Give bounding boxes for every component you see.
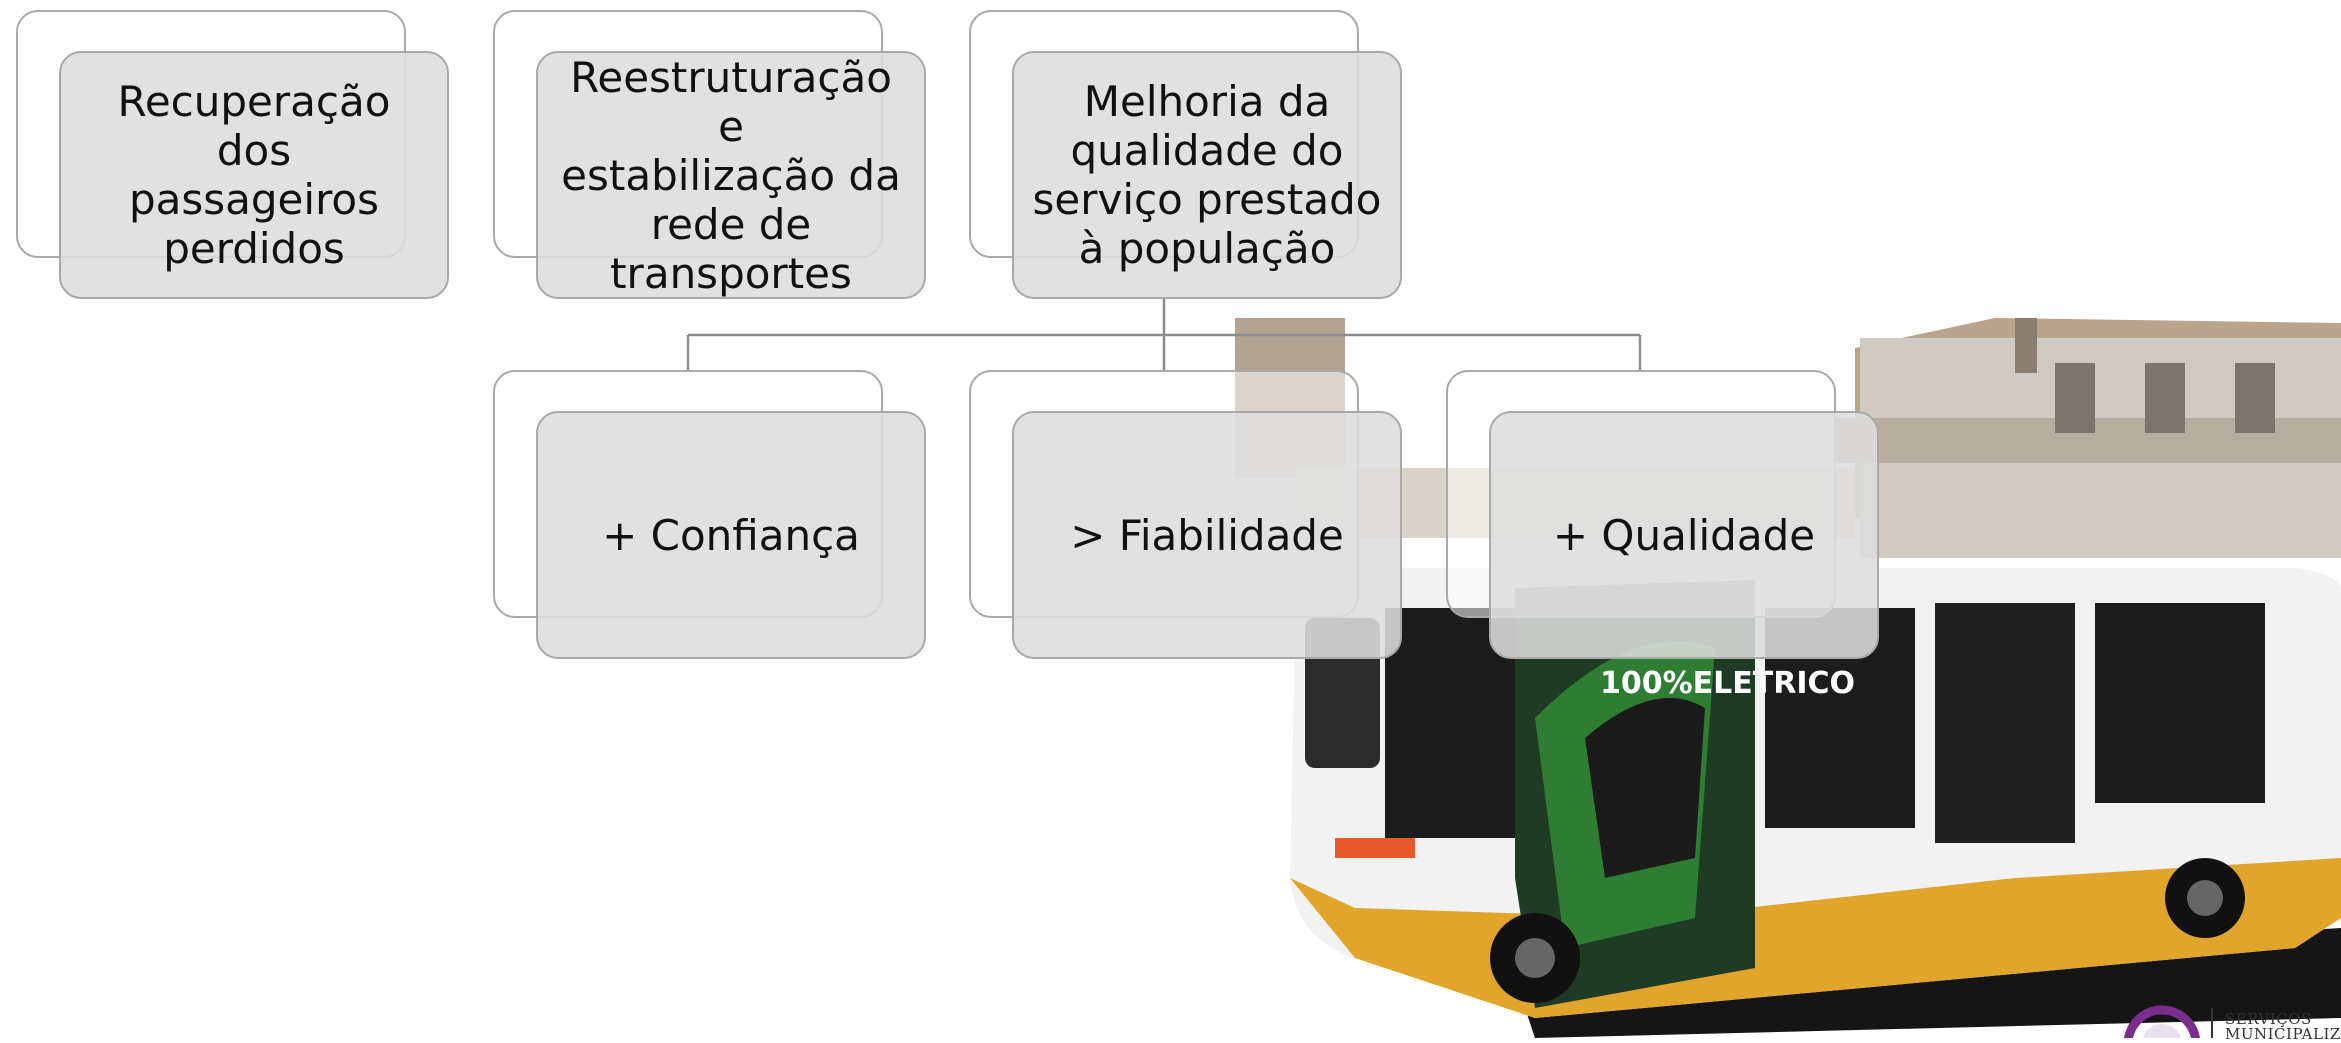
node-line: à população [1078,224,1336,273]
node-box: Melhoria da qualidade do serviço prestad… [1012,51,1402,299]
node-line: Melhoria da [1083,77,1331,126]
node-line: passageiros [129,175,379,224]
node-label: + Qualidade [1552,510,1816,560]
node-box: > Fiabilidade [1012,411,1402,659]
node-box: Reestruturação e estabilização da rede d… [536,51,926,299]
node-box: Recuperação dos passageiros perdidos [59,51,449,299]
node-label: + Confiança [602,510,860,560]
node-line: Recuperação dos [117,77,391,175]
node-label: > Fiabilidade [1070,510,1344,560]
node-line: serviço prestado [1032,175,1382,224]
node-line: estabilização da [561,150,901,200]
bus-image [1290,568,2341,1018]
municipal-logo-icon [2123,1005,2213,1038]
node-line: transportes [610,248,852,298]
node-melhoria: Melhoria da qualidade do serviço prestad… [969,10,1402,299]
node-confianca: + Confiança [493,370,926,659]
node-line: rede de [650,199,812,249]
node-qualidade: + Qualidade [1446,370,1879,659]
bus-banner: 100%ELETRICO [1600,666,1855,701]
node-line: Reestruturação e [570,52,892,151]
node-box: + Qualidade [1489,411,1879,659]
node-reestruturacao: Reestruturação e estabilização da rede d… [493,10,926,299]
node-recuperacao: Recuperação dos passageiros perdidos [16,10,449,299]
node-line: qualidade do [1070,126,1344,175]
node-box: + Confiança [536,411,926,659]
node-line: perdidos [163,224,345,273]
node-fiabilidade: > Fiabilidade [969,370,1402,659]
